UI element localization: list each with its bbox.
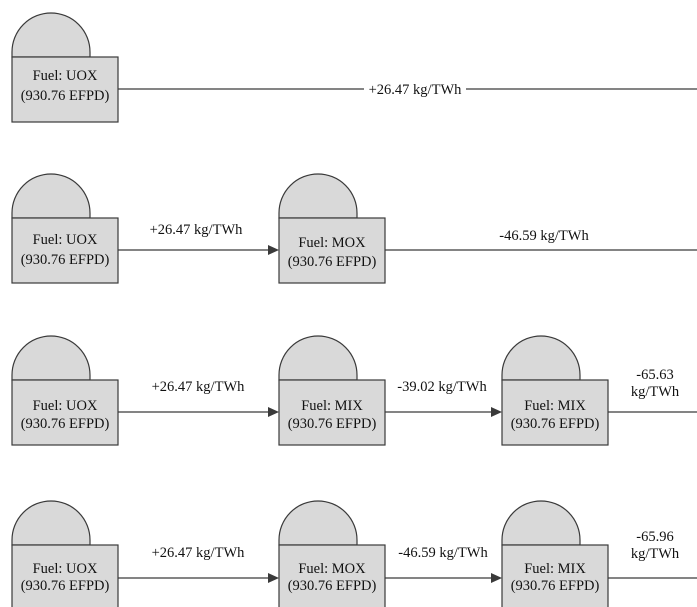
reactor-efpd-label: (930.76 EFPD): [21, 88, 110, 104]
reactor-mox-2: Fuel: MOX (930.76 EFPD): [278, 173, 386, 284]
reactor-dome: [11, 335, 91, 381]
flow-label: +26.47 kg/TWh: [150, 222, 243, 238]
reactor-dome: [278, 500, 358, 546]
reactor-uox-3: Fuel: UOX (930.76 EFPD): [11, 335, 119, 446]
reactor-box: [278, 217, 386, 284]
reactor-fuel-label: Fuel: MOX: [298, 235, 366, 251]
flow-label-unit: kg/TWh: [631, 546, 680, 562]
flow-label: -46.59 kg/TWh: [499, 228, 589, 244]
reactor-efpd-label: (930.76 EFPD): [511, 578, 600, 594]
reactor-box: [11, 217, 119, 284]
reactor-efpd-label: (930.76 EFPD): [288, 416, 377, 432]
reactor-mox-4: Fuel: MOX (930.76 EFPD): [278, 500, 386, 607]
reactor-efpd-label: (930.76 EFPD): [288, 578, 377, 594]
flow-label-background: [364, 79, 466, 99]
reactor-fuel-label: Fuel: MOX: [298, 561, 366, 577]
scenario-row-1: Fuel: UOX (930.76 EFPD) +26.47 kg/TWh: [11, 12, 697, 123]
reactor-box: [11, 56, 119, 123]
scenario-row-2: Fuel: UOX (930.76 EFPD) +26.47 kg/TWh Fu…: [11, 173, 697, 284]
reactor-dome: [11, 500, 91, 546]
flow-label: +26.47 kg/TWh: [369, 82, 462, 98]
reactor-fuel-label: Fuel: UOX: [33, 68, 98, 84]
arrow-head: [268, 407, 279, 417]
reactor-efpd-label: (930.76 EFPD): [288, 254, 377, 270]
arrow-head: [491, 573, 502, 583]
flow-label: -39.02 kg/TWh: [397, 379, 487, 395]
reactor-mix-4: Fuel: MIX (930.76 EFPD): [501, 500, 609, 607]
reactor-mix-3b: Fuel: MIX (930.76 EFPD): [501, 335, 609, 446]
flow-label: +26.47 kg/TWh: [152, 379, 245, 395]
flow-label: -46.59 kg/TWh: [398, 545, 488, 561]
reactor-box: [501, 379, 609, 446]
reactor-dome: [11, 173, 91, 219]
reactor-efpd-label: (930.76 EFPD): [511, 416, 600, 432]
arrow-head: [268, 245, 279, 255]
scenario-row-3: Fuel: UOX (930.76 EFPD) +26.47 kg/TWh Fu…: [11, 335, 697, 446]
arrow-head: [268, 573, 279, 583]
scenario-row-4: Fuel: UOX (930.76 EFPD) +26.47 kg/TWh Fu…: [11, 500, 697, 607]
reactor-efpd-label: (930.76 EFPD): [21, 578, 110, 594]
reactor-uox-2: Fuel: UOX (930.76 EFPD): [11, 173, 119, 284]
reactor-fuel-label: Fuel: MIX: [524, 398, 586, 414]
reactor-dome: [501, 335, 581, 381]
reactor-fuel-label: Fuel: UOX: [33, 561, 98, 577]
reactor-box: [11, 379, 119, 446]
flow-label: -65.63: [636, 367, 673, 383]
reactor-fuel-label: Fuel: MIX: [301, 398, 363, 414]
reactor-fuel-label: Fuel: UOX: [33, 398, 98, 414]
flow-label-unit: kg/TWh: [631, 384, 680, 400]
arrow-head: [491, 407, 502, 417]
reactor-mix-3a: Fuel: MIX (930.76 EFPD): [278, 335, 386, 446]
reactor-dome: [501, 500, 581, 546]
reactor-box: [501, 544, 609, 607]
reactor-efpd-label: (930.76 EFPD): [21, 416, 110, 432]
reactor-dome: [11, 12, 91, 58]
reactor-fuel-label: Fuel: MIX: [524, 561, 586, 577]
reactor-fuel-label: Fuel: UOX: [33, 232, 98, 248]
flow-label: +26.47 kg/TWh: [152, 545, 245, 561]
reactor-box: [11, 544, 119, 607]
flow-label: -65.96: [636, 529, 673, 545]
reactor-efpd-label: (930.76 EFPD): [21, 252, 110, 268]
reactor-uox-1: Fuel: UOX (930.76 EFPD): [11, 12, 119, 123]
reactor-dome: [278, 335, 358, 381]
reactor-box: [278, 379, 386, 446]
reactor-uox-4: Fuel: UOX (930.76 EFPD): [11, 500, 119, 607]
reactor-dome: [278, 173, 358, 219]
